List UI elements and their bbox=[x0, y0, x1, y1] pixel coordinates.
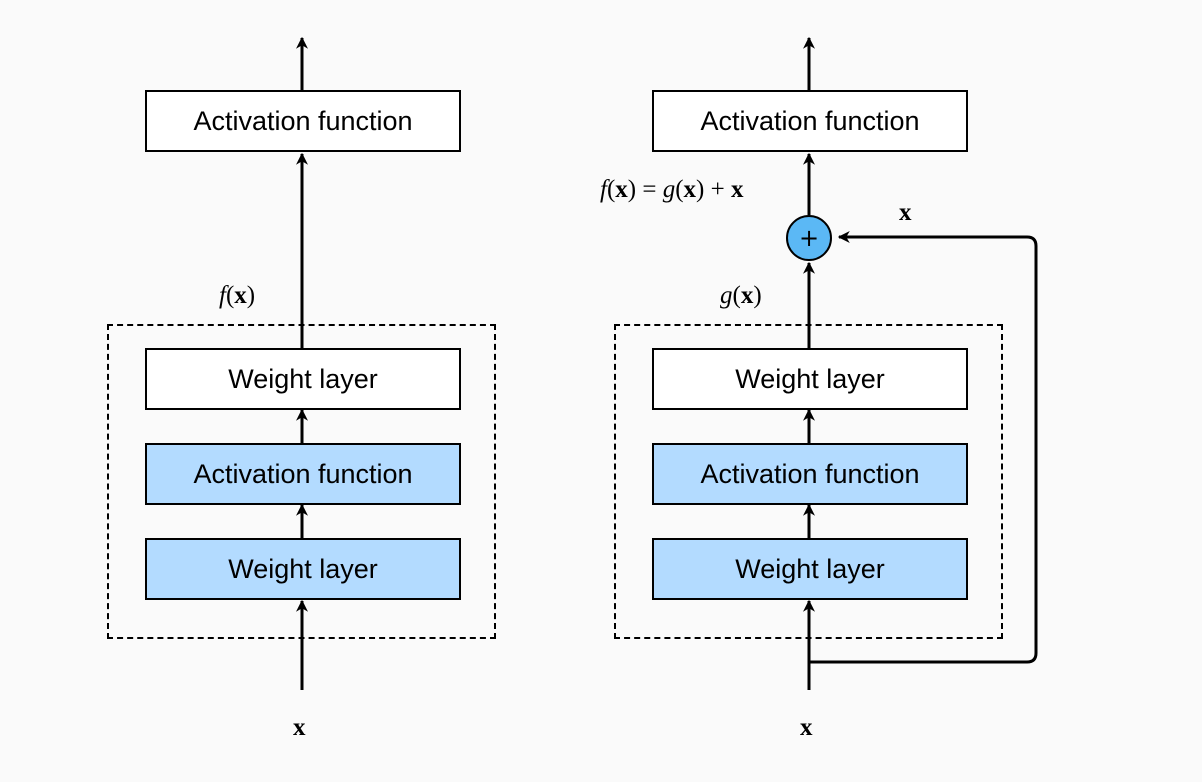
sum-node: + bbox=[786, 215, 832, 261]
plus-icon: + bbox=[798, 224, 820, 252]
right-activation-function-inner: Activation function bbox=[652, 443, 968, 505]
right-inner-output-label: g(x) bbox=[720, 282, 762, 309]
right-weight-layer-bottom: Weight layer bbox=[652, 538, 968, 600]
skip-connection-arrow bbox=[809, 231, 1038, 664]
right-weight-layer-top: Weight layer bbox=[652, 348, 968, 410]
left-output-activation-box: Activation function bbox=[145, 90, 461, 152]
left-weight-layer-bottom: Weight layer bbox=[145, 538, 461, 600]
left-weight-layer-top: Weight layer bbox=[145, 348, 461, 410]
right-inner-block-outline bbox=[614, 324, 1003, 639]
residual-function-label: f(x) = g(x) + x bbox=[600, 176, 744, 203]
left-activation-function-inner: Activation function bbox=[145, 443, 461, 505]
left-output-label: f(x) bbox=[219, 282, 256, 309]
skip-connection-label: x bbox=[899, 199, 912, 226]
right-input-label: x bbox=[800, 714, 813, 741]
left-input-label: x bbox=[293, 714, 306, 741]
right-output-activation-box: Activation function bbox=[652, 90, 968, 152]
left-inner-block-outline bbox=[107, 324, 496, 639]
